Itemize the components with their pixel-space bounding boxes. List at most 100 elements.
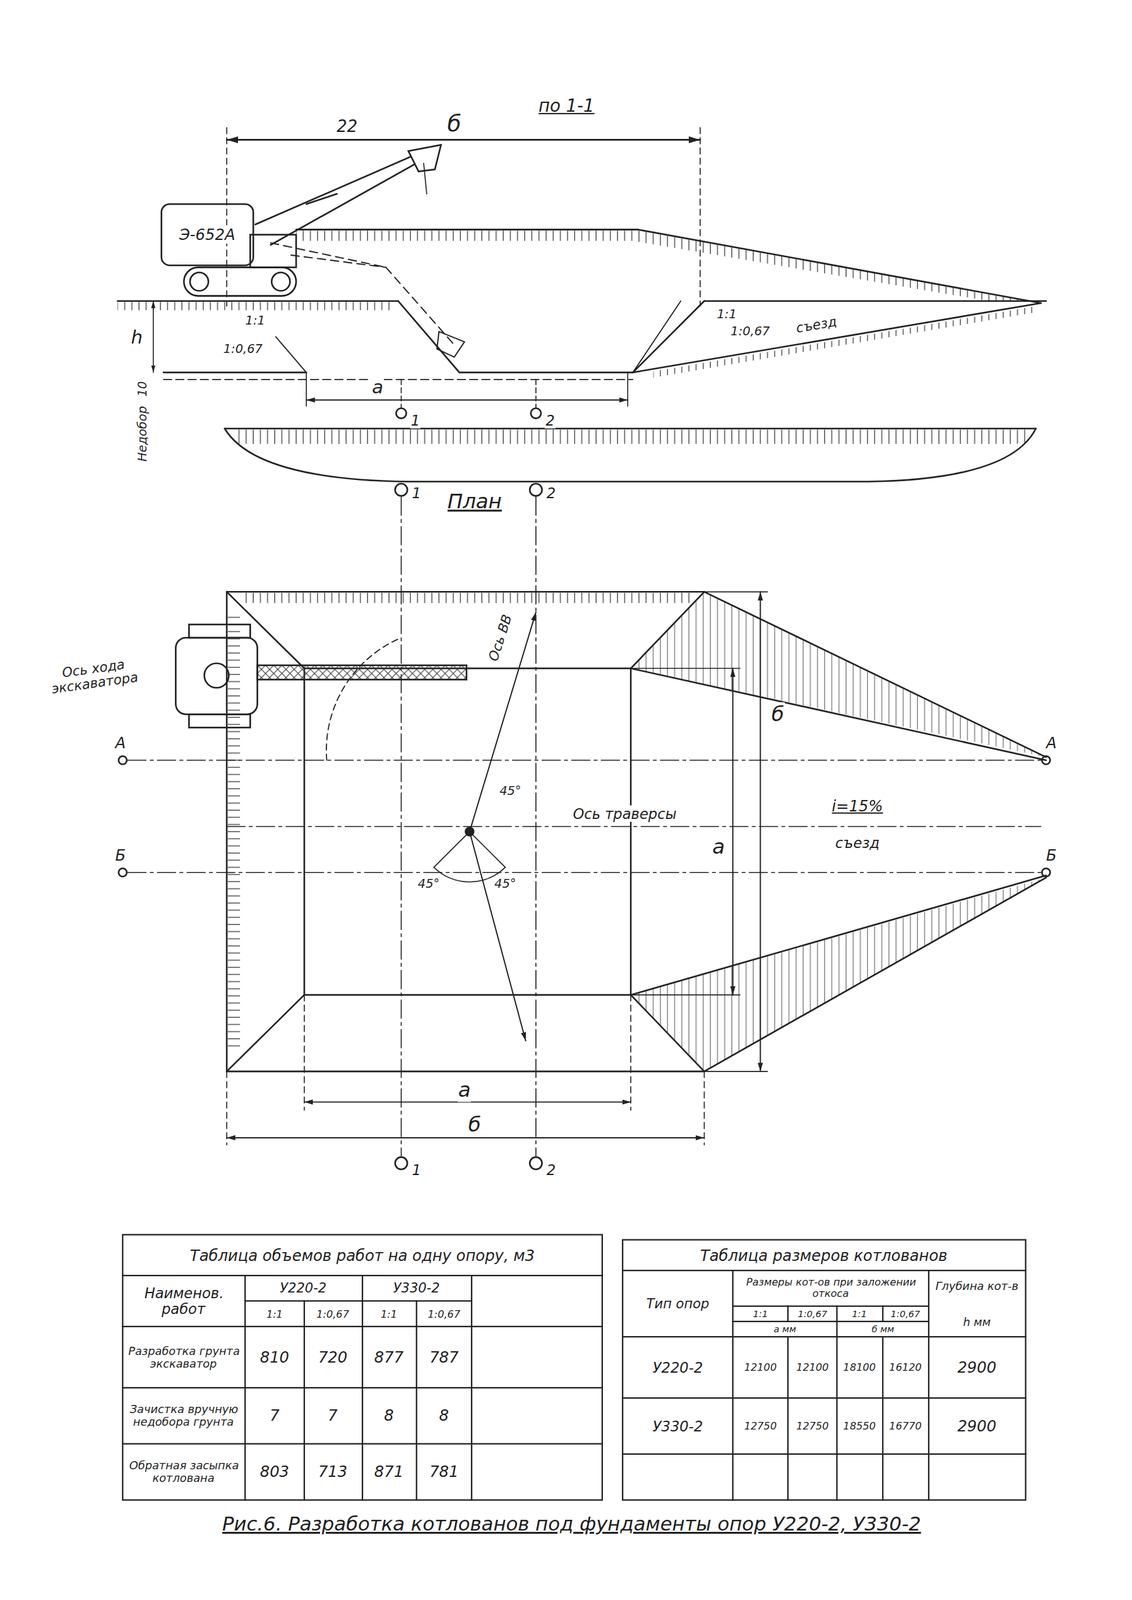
figure-caption: Рис.6. Разработка котлованов под фундаме… [221, 1512, 922, 1535]
drawing-label: h [130, 326, 143, 348]
table-cell: У220-2 [279, 1280, 328, 1297]
drawing-label: 45° [417, 876, 441, 891]
drawing-label-box: 1 [411, 1161, 422, 1178]
table-cell-box: 1:1 [851, 1308, 868, 1319]
drawing-label-box: h [130, 327, 143, 348]
drawing-label: План [446, 489, 503, 514]
table-cell: 1:1 [380, 1308, 398, 1321]
table-cell-box: 1:0,67 [315, 1309, 350, 1321]
table-cell: 12750 [743, 1419, 778, 1432]
drawing-label-box: 1:1 [244, 313, 266, 328]
table-cell: 8 [438, 1406, 450, 1425]
drawing-label: А [1045, 733, 1058, 752]
drawing-label-box: План [446, 491, 503, 514]
table-cell: б мм [871, 1323, 896, 1335]
table-cell-box: 1:1 [752, 1308, 769, 1319]
table-cell: 1:1 [752, 1308, 769, 1319]
table-cell: 803 [259, 1462, 290, 1481]
table-cell-box: б мм [871, 1323, 896, 1335]
table-cell-box: 18550 [842, 1420, 877, 1432]
table-cell: 7 [327, 1406, 338, 1425]
table-cell-box: 720 [317, 1349, 348, 1367]
table-cell-box: 7 [327, 1407, 338, 1425]
table-cell-box: 8 [383, 1407, 394, 1425]
table-cell: 18100 [842, 1361, 877, 1374]
table-cell: 877 [373, 1347, 405, 1367]
drawing-label-box: а [457, 1078, 472, 1102]
drawing-label: Ось траверсы [571, 804, 677, 822]
drawing-label: 22 [335, 116, 358, 136]
table-cell-box: Разработка грунта экскаватор [127, 1345, 240, 1371]
drawing-label-box: 1 [411, 484, 422, 501]
table-cell-box: 1:1 [265, 1309, 284, 1321]
table-cell: Глубина кот-в [935, 1279, 1019, 1293]
table-cell-box: У220-2 [652, 1359, 704, 1376]
drawing-label: 1:1 [716, 306, 738, 322]
drawing-label-box: 22 [335, 117, 358, 136]
table-cell-box: 12750 [743, 1420, 778, 1432]
drawing-label: б [770, 702, 785, 727]
drawing-label-box: Ось ВВ [485, 612, 515, 664]
figure-caption-box: Рис.6. Разработка котлованов под фундаме… [221, 1513, 922, 1535]
table-cell: 16120 [888, 1361, 922, 1374]
table-cell-box: 12100 [795, 1362, 829, 1374]
table-cell-box: 18100 [842, 1362, 877, 1374]
drawing-label: 1 [411, 1161, 422, 1178]
drawing-label: 1:0,67 [729, 324, 771, 340]
table-cell: 871 [373, 1462, 405, 1481]
table-cell-box: 810 [259, 1349, 290, 1367]
drawing-label-box: а [371, 376, 384, 398]
drawing-label-box: 2 [546, 1161, 557, 1178]
table-cell-box: 713 [317, 1463, 348, 1481]
drawing-label-box: Недобор [136, 405, 150, 463]
drawing-label: i=15% [831, 796, 884, 816]
table-cell-box: h мм [962, 1315, 992, 1329]
drawing-label: 1:1 [244, 313, 266, 328]
table-cell-box: Таблица размеров котлованов [630, 1246, 1018, 1264]
drawing-label-box: б [467, 1113, 482, 1137]
table-cell: Таблица объемов работ на одну опору, м3 [189, 1245, 536, 1264]
drawing-label-box: 1:0,67 [222, 342, 264, 356]
drawing-label-box: 2 [546, 484, 557, 501]
drawing-label: Недобор [135, 405, 151, 463]
table-cell: 12100 [743, 1361, 778, 1374]
table-cell: У330-2 [652, 1417, 704, 1434]
table-cell-box: 2900 [956, 1359, 997, 1377]
table-cell: 787 [428, 1347, 459, 1367]
table-cell-box: Тип опор [626, 1296, 730, 1311]
table-cell: h мм [962, 1315, 992, 1329]
table-cell: 1:0,67 [797, 1308, 829, 1319]
drawing-label: Ось ВВ [484, 612, 516, 665]
drawing-label-box: Э-652А [178, 226, 237, 244]
drawing-label: съезд [794, 313, 839, 336]
drawing-label: Б [1045, 846, 1058, 865]
drawing-label: Э-652А [178, 225, 237, 244]
drawing-label-box: 1:1 [716, 307, 738, 321]
drawing-label: 1 [410, 412, 421, 429]
table-cell-box: 8 [438, 1407, 450, 1425]
drawing-label: съезд [834, 834, 881, 852]
table-cell-box: 12750 [795, 1420, 829, 1432]
drawing-label: б [467, 1112, 482, 1137]
drawing-label: 10 [135, 380, 151, 398]
table-cell-box: 781 [428, 1463, 459, 1481]
table-cell-box: Глубина кот-в [931, 1279, 1024, 1293]
table-cell: 7 [268, 1406, 280, 1425]
drawing-label: 45° [498, 783, 522, 799]
drawing-label: а [711, 834, 726, 859]
table-cell-box: 871 [373, 1463, 405, 1481]
table-cell: 1:0,67 [315, 1308, 350, 1321]
drawing-label-box: 2 [544, 412, 555, 429]
drawing-label: 1:0,67 [222, 341, 264, 357]
table-cell-box: Наименов. работ [127, 1285, 240, 1317]
drawing-label: 2 [546, 484, 557, 501]
drawing-label: а [371, 376, 384, 398]
drawing-label-box: 10 [136, 380, 150, 398]
drawing-label-box: 1:0,67 [729, 325, 771, 339]
table-cell: 713 [317, 1462, 348, 1481]
drawing-label-box: а [711, 835, 726, 859]
drawing-label: Б [114, 846, 127, 865]
table-cell: 8 [383, 1406, 394, 1425]
table-cell-box: 1:0,67 [890, 1308, 922, 1319]
